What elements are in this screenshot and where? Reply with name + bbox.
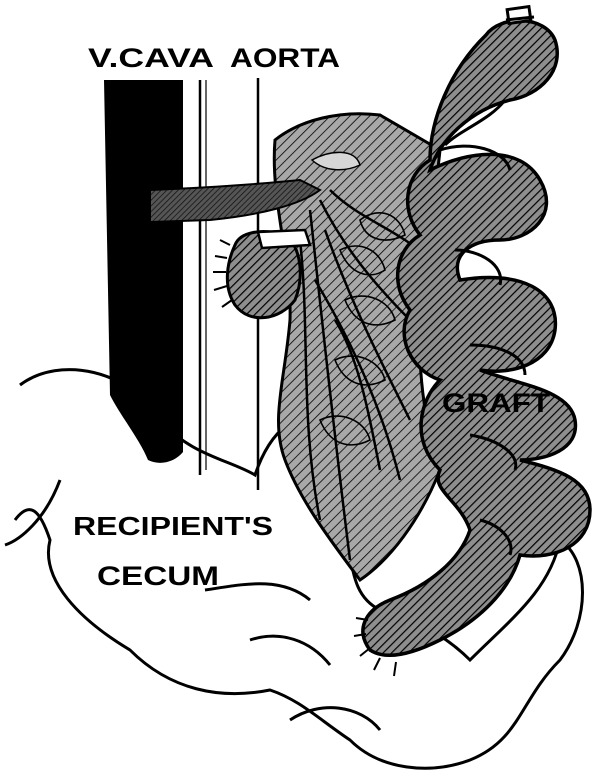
cecum-label-line2: CECUM bbox=[97, 561, 219, 591]
graft-label: GRAFT bbox=[442, 388, 551, 418]
cecum-label-line1: RECIPIENT'S bbox=[73, 511, 273, 541]
vena-cava-label: V.CAVA bbox=[88, 43, 214, 73]
arterial-connection bbox=[258, 230, 310, 248]
vena-cava bbox=[104, 80, 183, 463]
aorta-label: AORTA bbox=[230, 43, 340, 73]
